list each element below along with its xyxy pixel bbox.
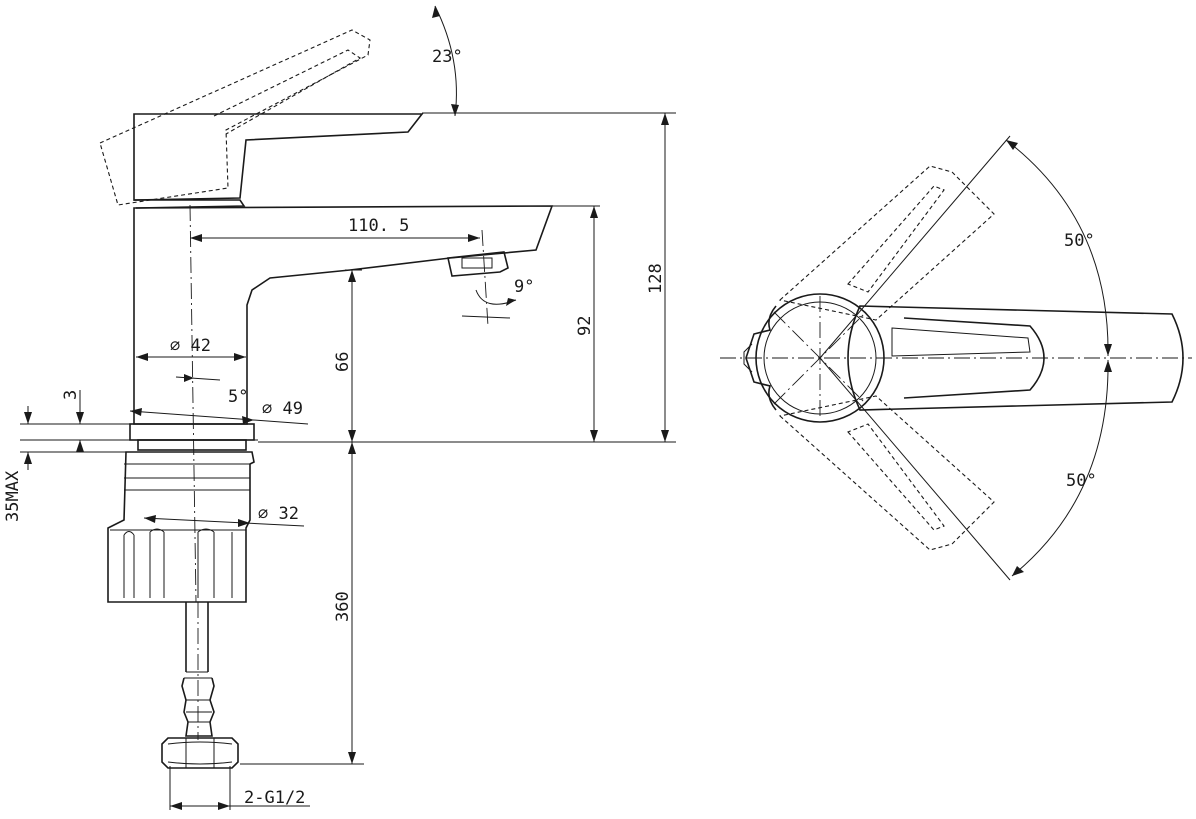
dim-deck-max: 35MAX <box>3 470 23 522</box>
aerator <box>447 251 509 277</box>
dim-handle-angle: 23° <box>432 47 463 67</box>
dim-aerator-angle: 9° <box>514 277 534 297</box>
handle-rotated-left <box>778 165 995 321</box>
handle-raised-outline <box>99 29 371 206</box>
hex-fitting <box>161 737 239 769</box>
dim-base-diameter: ∅ 49 <box>262 399 303 419</box>
dim-rotation-left: 50° <box>1064 231 1095 251</box>
handle-top-outline <box>847 305 1184 411</box>
handle-rotated-right <box>778 395 995 551</box>
dim-hose-length: 360 <box>333 591 353 622</box>
dim-shank-diameter: ∅ 32 <box>258 504 299 524</box>
base-plate <box>129 423 255 441</box>
dim-connection-thread: 2-G1/2 <box>244 788 305 808</box>
dim-height-spout: 92 <box>575 316 595 336</box>
side-view <box>20 5 676 810</box>
top-view <box>720 135 1192 581</box>
dim-height-total: 128 <box>646 263 666 294</box>
dim-base-thickness: 3 <box>61 390 81 400</box>
dim-body-diameter: ∅ 42 <box>170 336 211 356</box>
mounting-nut <box>107 451 255 603</box>
handle-closed-outline <box>133 113 424 201</box>
dim-spout-reach: 110. 5 <box>348 216 409 236</box>
dim-rotation-right: 50° <box>1066 471 1097 491</box>
dim-taper-angle: 5° <box>228 387 248 407</box>
flex-hose <box>185 602 209 672</box>
dim-height-outlet: 66 <box>333 352 353 372</box>
